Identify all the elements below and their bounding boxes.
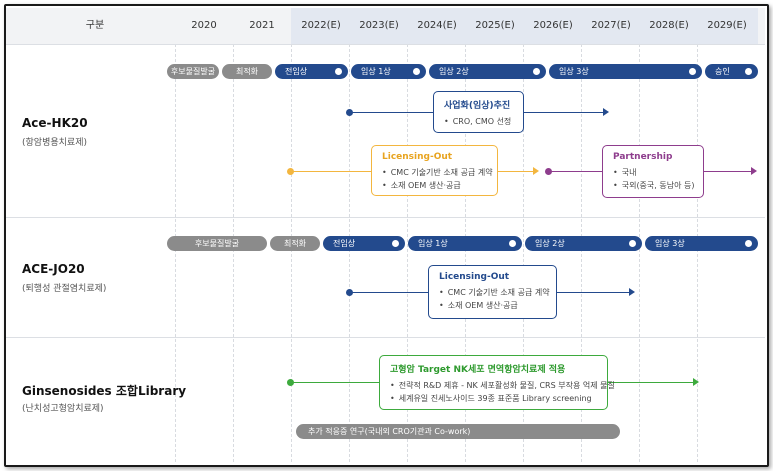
stage-label: 임상 2상 (535, 239, 565, 248)
stage-pill-preclinical: 전임상 (275, 64, 348, 79)
milestone-dot (392, 240, 399, 247)
grid-line (233, 44, 234, 462)
header-forecast-highlight (291, 8, 758, 44)
box-item: CMC 기술기반 소재 공급 계약 (382, 166, 493, 179)
milestone-dot (689, 68, 696, 75)
business-box: 사업화(임상)추진 CRO, CMO 선정 (433, 91, 524, 133)
arrow-head-icon (693, 378, 699, 386)
milestone-dot (509, 240, 516, 247)
row-title: Ginsenosides 조합Library (22, 384, 187, 398)
milestone-dot (629, 240, 636, 247)
grid-line (349, 44, 350, 462)
stage-pill-optimization: 최적화 (222, 64, 272, 79)
box-title: Licensing-Out (382, 152, 453, 162)
milestone-dot (335, 68, 342, 75)
row-divider (6, 337, 765, 338)
box-item: CRO, CMO 선정 (444, 115, 513, 128)
stage-pill-preclinical: 전임상 (323, 236, 405, 251)
stage-label: 승인 (715, 67, 730, 76)
stage-pill-phase3: 임상 3상 (549, 64, 702, 79)
stage-pill-discovery: 후보물질발굴 (167, 64, 219, 79)
box-title: 사업화(임상)추진 (444, 101, 511, 111)
stage-label: 임상 3상 (559, 67, 589, 76)
box-title: Licensing-Out (439, 272, 510, 282)
header-year: 2026(E) (533, 20, 573, 31)
header-year: 2020 (191, 20, 217, 31)
box-title: 고형암 Target NK세포 면역항암치료제 적용 (390, 365, 566, 375)
row-divider (6, 217, 765, 218)
milestone-dot (413, 68, 420, 75)
row-subtitle: (퇴행성 관절염치료제) (22, 284, 107, 294)
row-title: ACE-JO20 (22, 262, 85, 276)
header-year: 2024(E) (417, 20, 457, 31)
row-title: Ace-HK20 (22, 116, 88, 130)
grid-line (465, 44, 466, 462)
grid-line (291, 44, 292, 462)
target-box: 고형암 Target NK세포 면역항암치료제 적용 전략적 R&D 제휴 - … (379, 355, 615, 410)
box-title: Partnership (613, 152, 673, 162)
grid-line (581, 44, 582, 462)
header-year: 2029(E) (707, 20, 747, 31)
stage-pill-phase3: 임상 3상 (645, 236, 758, 251)
stage-pill-phase2: 임상 2상 (429, 64, 546, 79)
additional-research-note: 추가 적응증 연구(국내외 CRO기관과 Co-work) (296, 424, 620, 439)
header-year: 2028(E) (649, 20, 689, 31)
stage-pill-discovery: 후보물질발굴 (167, 236, 267, 251)
row-subtitle: (난치성고형암치료제) (22, 404, 104, 414)
arrow-head-icon (603, 108, 609, 116)
row-subtitle: (항암병용치료제) (22, 138, 87, 148)
stage-label: 임상 3상 (655, 239, 685, 248)
arrow-head-icon (629, 288, 635, 296)
header-year: 2027(E) (591, 20, 631, 31)
header-category: 구분 (85, 20, 105, 31)
box-item: 국외(중국, 동남아 등) (613, 179, 695, 192)
stage-pill-phase1: 임상 1상 (408, 236, 522, 251)
stage-pill-phase1: 임상 1상 (351, 64, 426, 79)
stage-label: 임상 2상 (439, 67, 469, 76)
stage-label: 전임상 (285, 67, 308, 76)
arrow-head-icon (533, 167, 539, 175)
box-item: 전략적 R&D 제휴 - NK 세포활성화 물질, CRS 부작용 억제 물질 (390, 379, 615, 392)
box-item: 소재 OEM 생산·공급 (439, 299, 546, 312)
arrow-head-icon (751, 167, 757, 175)
grid-line (407, 44, 408, 462)
grid-line (639, 44, 640, 462)
stage-pill-optimization: 최적화 (270, 236, 320, 251)
licensing-box: Licensing-Out CMC 기술기반 소재 공급 계약 소재 OEM 생… (371, 145, 498, 196)
stage-label: 임상 1상 (418, 239, 448, 248)
box-item: 국내 (613, 166, 693, 179)
milestone-dot (533, 68, 540, 75)
box-item: 세계유일 진세노사이드 39종 표준품 Library screening (390, 392, 597, 405)
header-year: 2023(E) (359, 20, 399, 31)
header-year: 2022(E) (301, 20, 341, 31)
milestone-dot (745, 68, 752, 75)
header-year: 2025(E) (475, 20, 515, 31)
partnership-box: Partnership 국내 국외(중국, 동남아 등) (602, 145, 704, 198)
stage-pill-phase2: 임상 2상 (525, 236, 642, 251)
grid-line (175, 44, 176, 462)
licensing-box: Licensing-Out CMC 기술기반 소재 공급 계약 소재 OEM 생… (428, 265, 557, 319)
box-item: 소재 OEM 생산·공급 (382, 179, 487, 192)
header-year: 2021 (249, 20, 275, 31)
stage-label: 임상 1상 (361, 67, 391, 76)
milestone-dot (745, 240, 752, 247)
stage-label: 전임상 (333, 239, 356, 248)
row-divider (6, 44, 765, 45)
grid-line (523, 44, 524, 462)
grid-line (697, 44, 698, 462)
stage-pill-approval: 승인 (705, 64, 758, 79)
box-item: CMC 기술기반 소재 공급 계약 (439, 286, 550, 299)
